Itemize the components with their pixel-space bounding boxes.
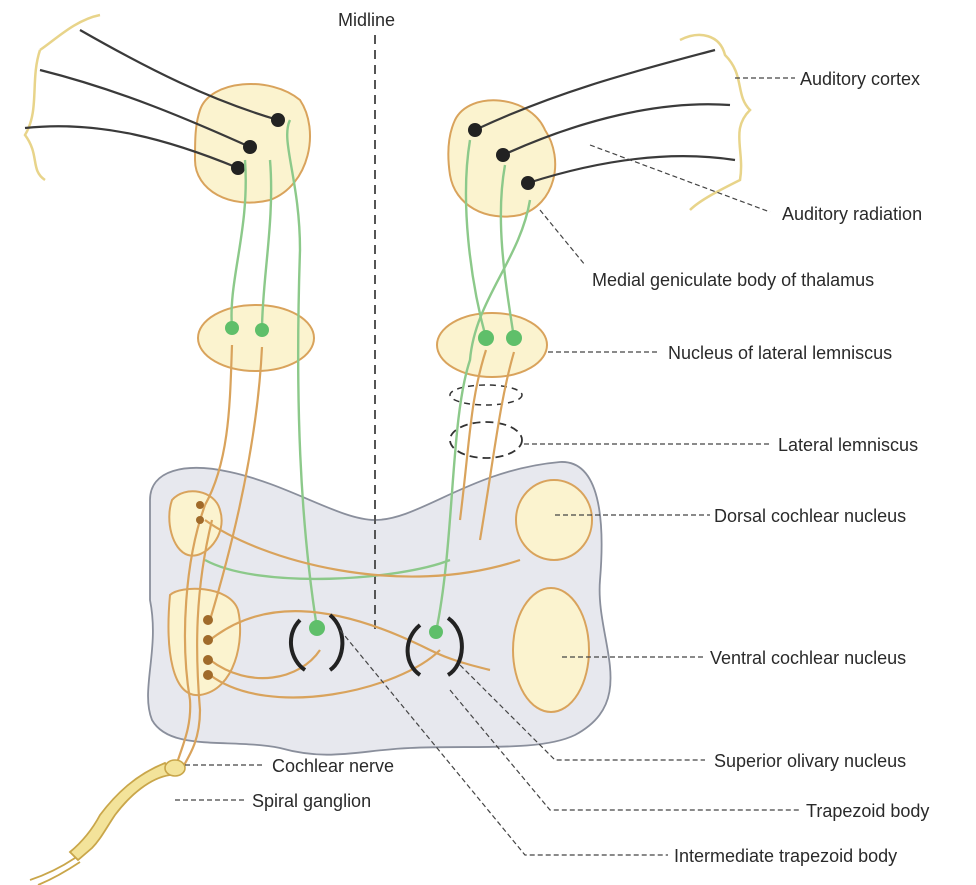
green-neuron-right-2 (506, 330, 522, 346)
leader-auditory-radiation (590, 145, 770, 212)
green-neuron-right-1 (478, 330, 494, 346)
mgb-neuron-left-2 (243, 140, 257, 154)
label-lateral-lemniscus: Lateral lemniscus (778, 435, 918, 455)
cochlear-nerve-node (165, 760, 185, 776)
label-auditory-radiation: Auditory radiation (782, 204, 922, 224)
midline-label: Midline (338, 10, 395, 30)
dorsal-cochlear-nucleus (516, 480, 592, 560)
green-neuron-sol-left (309, 620, 325, 636)
nucleus-lateral-lemniscus-left (198, 305, 314, 371)
label-auditory-cortex: Auditory cortex (800, 69, 920, 89)
mgb-neuron-right-3 (521, 176, 535, 190)
spiral-ganglion-tail (30, 858, 80, 885)
mgb-neuron-left-1 (231, 161, 245, 175)
green-neuron-sol-right (429, 625, 443, 639)
cn-dot-1 (196, 501, 204, 509)
cn-dot-3 (203, 615, 213, 625)
label-medial-geniculate: Medial geniculate body of thalamus (592, 270, 874, 290)
mgb-neuron-right-1 (468, 123, 482, 137)
ventral-cochlear-nucleus (513, 588, 589, 712)
label-nucleus-lateral-lemniscus: Nucleus of lateral lemniscus (668, 343, 892, 363)
lateral-lemniscus-ring (450, 422, 522, 458)
cn-dot-5 (203, 655, 213, 665)
auditory-cortex-right (680, 35, 750, 210)
label-spiral-ganglion: Spiral ganglion (252, 791, 371, 811)
label-ventral-cochlear: Ventral cochlear nucleus (710, 648, 906, 668)
label-intermediate-trapezoid: Intermediate trapezoid body (674, 846, 897, 866)
green-neuron-left-1 (225, 321, 239, 335)
auditory-cortex-left (25, 15, 100, 180)
spiral-ganglion (70, 763, 170, 860)
label-cochlear-nerve: Cochlear nerve (272, 756, 394, 776)
cn-dot-2 (196, 516, 204, 524)
green-neuron-left-2 (255, 323, 269, 337)
mgb-neuron-right-2 (496, 148, 510, 162)
label-dorsal-cochlear: Dorsal cochlear nucleus (714, 506, 906, 526)
nucleus-lateral-lemniscus-right (437, 313, 547, 377)
mgb-neuron-left-3 (271, 113, 285, 127)
label-superior-olivary: Superior olivary nucleus (714, 751, 906, 771)
label-trapezoid-body: Trapezoid body (806, 801, 929, 821)
leader-medial-geniculate (540, 210, 585, 265)
cn-dot-4 (203, 635, 213, 645)
cn-dot-6 (203, 670, 213, 680)
